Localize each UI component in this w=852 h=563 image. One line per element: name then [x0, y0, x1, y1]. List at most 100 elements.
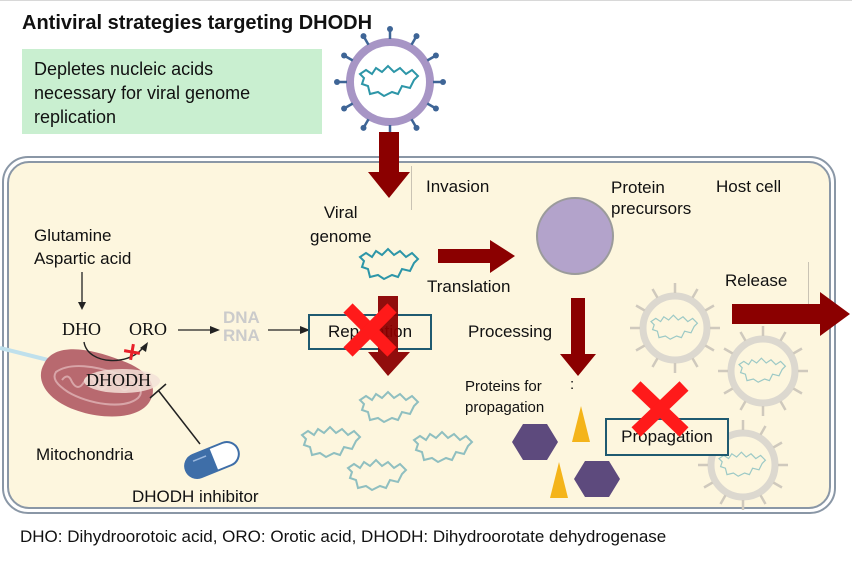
- virus-icon: [718, 326, 808, 416]
- hexagon-icon: [574, 461, 620, 497]
- virus-spike-tip: [440, 79, 446, 85]
- red-x-icon: [343, 303, 397, 357]
- red-x-icon: [631, 381, 689, 437]
- release-arrow: [732, 292, 850, 336]
- virus-spike-tip: [432, 52, 439, 59]
- mitochondria-label: Mitochondria: [36, 445, 134, 464]
- invasion-arrow: [368, 132, 410, 198]
- protein-precursors-line: Protein: [611, 178, 665, 197]
- proteins-for-propagation-label: Proteins for propagation: [465, 376, 544, 418]
- substrate-arrow: [78, 272, 86, 310]
- purple-circle-icon: [536, 197, 614, 275]
- summary-text: Depletes nucleic acids necessary for vir…: [34, 57, 314, 129]
- translation-arrow: [438, 240, 515, 273]
- virus-spike-tip: [341, 52, 348, 59]
- triangle-icon: [572, 406, 590, 442]
- viral-genome-line: genome: [310, 227, 372, 246]
- dhodh-label: DHODH: [86, 370, 151, 390]
- virus-spike-tip: [432, 105, 439, 112]
- virus-spike-tip: [334, 79, 340, 85]
- dna-label: DNA: [223, 308, 260, 327]
- virus-spike: [792, 347, 803, 355]
- host-cell-outer-membrane: [2, 156, 836, 514]
- virus-spike: [635, 304, 646, 312]
- virus-spike: [739, 400, 747, 411]
- virus-spike: [759, 494, 767, 505]
- page-title: Antiviral strategies targeting DHODH: [22, 12, 373, 34]
- release-label: Release: [725, 271, 788, 290]
- processing-arrow: [560, 298, 596, 376]
- virus-capsid: [727, 335, 799, 407]
- mitochondrion-icon: [0, 346, 160, 417]
- dhodh-reaction-arc: [83, 341, 148, 362]
- virus-spike: [719, 494, 727, 505]
- invasion-label: Invasion: [426, 177, 490, 196]
- capsule-icon: [184, 441, 240, 479]
- virus-genome: [718, 451, 767, 477]
- nucleic-to-replication-arrow: [268, 326, 310, 334]
- summary-line: necessary for viral genome: [34, 83, 251, 103]
- dho-label: DHO: [62, 319, 101, 339]
- viral-genome-icon: [347, 459, 407, 491]
- virus-capsid: [707, 429, 779, 501]
- virus-spike: [779, 400, 787, 411]
- virus-spike: [651, 357, 659, 368]
- virus-spike: [723, 347, 734, 355]
- footnote: DHO: Dihydroorotoic acid, ORO: Orotic ac…: [20, 527, 667, 546]
- host-cell-label: Host cell: [716, 177, 782, 196]
- virus-spike-tip: [360, 124, 367, 131]
- virus-spike-tip: [341, 105, 348, 112]
- virus-spike-tip: [360, 33, 367, 40]
- inhibition-line: [149, 383, 201, 445]
- viral-genome-label: Viral genome: [310, 201, 371, 249]
- viral-genome-icon: [301, 426, 361, 458]
- virus-spike: [739, 331, 747, 342]
- summary-line: Depletes nucleic acids: [34, 59, 214, 79]
- virus-genome: [650, 314, 699, 340]
- substrates-label: Glutamine Aspartic acid: [34, 224, 131, 270]
- summary-line: replication: [34, 107, 117, 127]
- oro-label: ORO: [129, 319, 168, 339]
- colon-mark: :: [570, 376, 575, 393]
- triangle-icon: [550, 462, 568, 498]
- virus-icon: [630, 283, 720, 373]
- virus-genome: [738, 357, 787, 383]
- divider: [808, 262, 809, 306]
- summary-box: [22, 49, 322, 134]
- viral-genome-line: Viral: [323, 203, 358, 222]
- rna-label: RNA: [223, 326, 260, 345]
- viral-genome-icon: [358, 247, 420, 281]
- proteins-label-line: Proteins for: [465, 378, 542, 395]
- virus-spike: [723, 387, 734, 395]
- substrate-aspartic-acid: Aspartic acid: [34, 249, 132, 268]
- virus-capsid: [346, 38, 434, 126]
- virus-spike-tip: [413, 33, 420, 40]
- virus-spike: [704, 304, 715, 312]
- proteins-label-line: propagation: [465, 399, 545, 416]
- dhodh-inhibitor-label: DHODH inhibitor: [132, 487, 259, 506]
- top-divider: [0, 0, 852, 9]
- virus-icon: [334, 26, 446, 138]
- divider: [411, 166, 412, 210]
- nucleic-acids-label: DNA RNA: [223, 309, 260, 345]
- virus-spike: [792, 387, 803, 395]
- virus-spike: [779, 331, 787, 342]
- protein-precursors-label: Protein precursors: [611, 177, 691, 219]
- virus-spike-tip: [413, 124, 420, 131]
- red-x-icon: [123, 343, 141, 361]
- virus-spike: [651, 288, 659, 299]
- hexagon-icon: [512, 424, 558, 460]
- viral-genome-icon: [359, 391, 419, 423]
- virus-spike: [703, 481, 714, 489]
- virus-genome: [358, 64, 420, 98]
- virus-spike-tip: [387, 26, 393, 32]
- virus-spike: [635, 344, 646, 352]
- translation-label: Translation: [427, 277, 511, 296]
- virus-spike: [759, 425, 767, 436]
- oro-to-nucleic-arrow: [178, 326, 220, 334]
- virus-spike: [691, 288, 699, 299]
- processing-label: Processing: [468, 322, 553, 341]
- virus-spike: [704, 344, 715, 352]
- virus-spike: [772, 481, 783, 489]
- protein-precursors-line: precursors: [611, 199, 692, 218]
